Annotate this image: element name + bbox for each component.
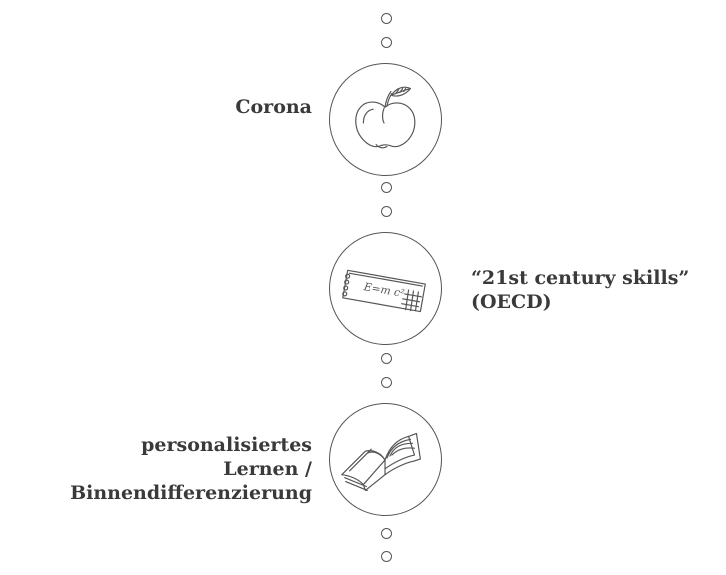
connector-dot bbox=[381, 551, 392, 562]
connector-dot bbox=[381, 206, 392, 217]
node-label-personalisiertes-lernen: personalisiertes Lernen / Binnendifferen… bbox=[70, 433, 312, 505]
label-line: personalisiertes bbox=[141, 434, 312, 456]
node-label-21st-century-skills: “21st century skills” (OECD) bbox=[471, 266, 689, 314]
book-node bbox=[329, 403, 442, 516]
apple-icon bbox=[355, 86, 416, 149]
node-label-corona: Corona bbox=[235, 95, 312, 119]
connector-dot bbox=[381, 377, 392, 388]
connector-dot bbox=[381, 182, 392, 193]
label-line: “21st century skills” bbox=[471, 267, 690, 289]
connector-dot bbox=[381, 13, 392, 24]
label-line: Lernen / bbox=[223, 458, 312, 480]
formula-text: E=m c² bbox=[362, 280, 406, 300]
connector-dot bbox=[381, 37, 392, 48]
chalkboard-formula-icon: E=m c² bbox=[342, 269, 426, 313]
chalkboard-node: E=m c² bbox=[329, 232, 442, 345]
apple-node bbox=[329, 63, 442, 176]
open-book-icon bbox=[341, 432, 421, 492]
label-line: Corona bbox=[235, 96, 312, 118]
label-line: (OECD) bbox=[471, 291, 552, 313]
connector-dot bbox=[381, 528, 392, 539]
connector-dot bbox=[381, 353, 392, 364]
label-line: Binnendifferenzierung bbox=[70, 482, 312, 504]
